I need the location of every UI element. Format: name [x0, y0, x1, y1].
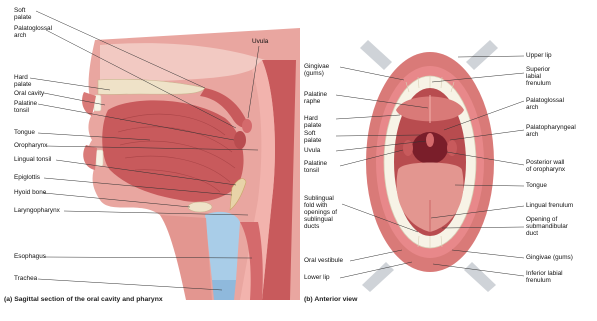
- palatine-tonsil-shape: [234, 131, 246, 149]
- uvula-front: [426, 133, 434, 147]
- label-oral-cavity: Oral cavity: [14, 90, 44, 97]
- label-lingual-frenulum: Lingual frenulum: [526, 202, 573, 209]
- label-gingivae: Gingivae(gums): [304, 63, 329, 77]
- label-tongue-r: Tongue: [526, 182, 547, 189]
- hyoid-bone-shape: [188, 202, 212, 212]
- lower-incisor: [96, 150, 103, 166]
- label-oral-vestibule: Oral vestibule: [304, 257, 343, 264]
- label-hyoid-bone: Hyoid bone: [14, 189, 46, 196]
- caption-right: (b) Anterior view: [304, 296, 357, 303]
- label-uvula-r: Uvula: [304, 147, 320, 154]
- label-gingivae-r: Gingivae (gums): [526, 254, 573, 261]
- retractor-upper-right: [466, 40, 498, 70]
- lower-lip: [83, 145, 97, 170]
- label-esophagus: Esophagus: [14, 253, 46, 260]
- label-trachea: Trachea: [14, 275, 37, 282]
- label-oropharynx: Oropharynx: [14, 142, 47, 149]
- label-tongue: Tongue: [14, 129, 35, 136]
- retractor-lower-right: [464, 262, 496, 292]
- retractor-lower-left: [362, 262, 394, 292]
- label-upper-lip: Upper lip: [526, 52, 552, 59]
- label-epiglottis: Epiglottis: [14, 174, 40, 181]
- uvula: [242, 119, 252, 133]
- label-lower-lip: Lower lip: [304, 274, 330, 281]
- label-lingual-tonsil: Lingual tonsil: [14, 156, 51, 163]
- trachea-shape: [212, 280, 236, 300]
- sagittal-section: [82, 28, 300, 300]
- label-uvula: Uvula: [252, 38, 268, 45]
- label-laryngopharynx: Laryngopharynx: [14, 207, 60, 214]
- retractor-upper-left: [360, 40, 392, 70]
- caption-left: (a) Sagittal section of the oral cavity …: [4, 296, 163, 303]
